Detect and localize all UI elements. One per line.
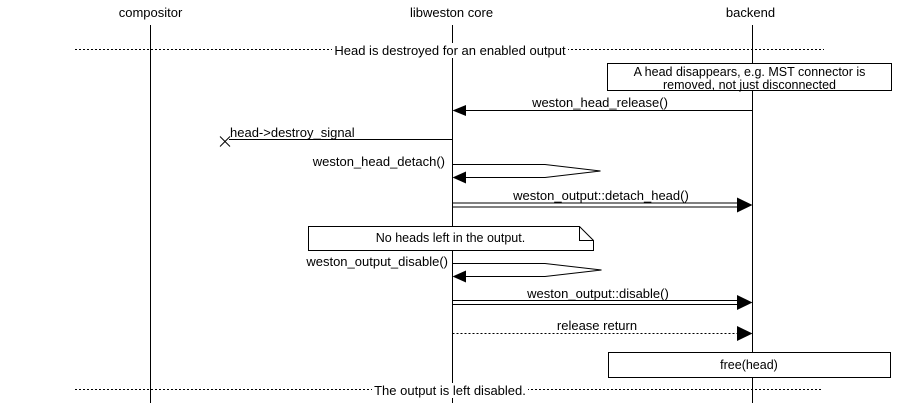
message-label-head-detach: weston_head_detach(): [312, 154, 445, 169]
message-label-detach-head: weston_output::detach_head(): [513, 188, 689, 203]
arrow-output-disable-loop: [452, 263, 602, 277]
message-label-output-disable: weston_output_disable(): [306, 254, 448, 269]
arrow-disable-head: [737, 295, 753, 310]
actor-label-core: libweston core: [409, 5, 494, 20]
arrow-output-disable-head: [452, 270, 466, 283]
divider-top: Head is destroyed for an enabled output: [0, 42, 900, 60]
divider-top-label: Head is destroyed for an enabled output: [332, 43, 568, 58]
box-free-head: [608, 352, 891, 378]
note-head-disappears-box: [607, 63, 892, 91]
arrow-head-release-head: [452, 105, 466, 116]
message-label-release-return: release return: [556, 318, 638, 333]
actor-label-compositor: compositor: [118, 5, 183, 20]
arrow-detach-head-head: [737, 197, 753, 213]
divider-bottom: The output is left disabled.: [0, 382, 900, 400]
note-head-disappears-line1: A head disappears, e.g. MST connector is: [633, 65, 866, 79]
note-no-heads-fold-icon: [579, 226, 594, 241]
arrow-release-return-head: [737, 326, 753, 341]
lost-message-cross-icon: [219, 136, 231, 147]
message-label-destroy-signal: head->destroy_signal: [230, 125, 355, 140]
actor-label-backend: backend: [725, 5, 776, 20]
divider-bottom-label: The output is left disabled.: [372, 383, 528, 398]
box-free-head-text: free(head): [720, 358, 778, 372]
note-head-disappears-line2: removed, not just disconnected: [662, 77, 837, 92]
message-label-head-release: weston_head_release(): [532, 95, 668, 110]
note-no-heads-box: [308, 226, 594, 251]
note-no-heads-text: No heads left in the output.: [375, 231, 526, 245]
arrow-head-detach-head: [452, 171, 466, 184]
message-label-disable: weston_output::disable(): [527, 286, 669, 301]
arrow-head-detach-loop: [452, 164, 601, 178]
